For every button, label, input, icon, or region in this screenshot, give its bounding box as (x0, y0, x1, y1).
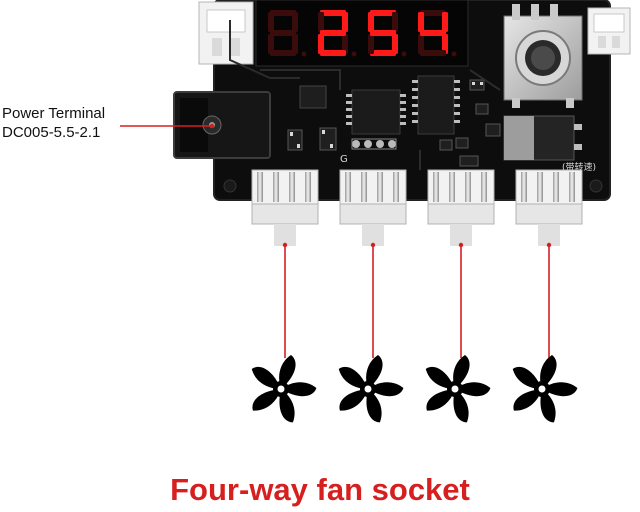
fan-connector (339, 169, 407, 246)
rotary-encoder (503, 4, 583, 108)
display-digit (418, 10, 457, 57)
digit-segment (318, 12, 324, 32)
digit-decimal-point (301, 51, 307, 57)
digit-segment (370, 10, 396, 16)
digit-segment (420, 10, 446, 16)
digit-segment (268, 12, 274, 32)
pcb-components (229, 20, 582, 170)
fan-icon (509, 355, 579, 426)
caption-title: Four-way fan socket (170, 472, 470, 507)
digit-segment (418, 12, 424, 32)
power-terminal-label: Power Terminal DC005-5.5-2.1 (2, 104, 105, 142)
display-digit (368, 10, 407, 57)
digit-segment (342, 12, 348, 32)
power-terminal-model: DC005-5.5-2.1 (2, 124, 101, 141)
digit-decimal-point (401, 51, 407, 57)
digit-segment (392, 34, 398, 54)
dc-power-jack (173, 91, 271, 159)
lead-lines (120, 125, 550, 358)
fan-icon (335, 355, 405, 426)
fan-connector (427, 169, 495, 246)
fan-connector (515, 169, 583, 246)
digit-segment (292, 12, 298, 32)
digit-segment (370, 50, 396, 56)
digit-segment (420, 30, 446, 36)
digit-segment (320, 30, 346, 36)
digit-segment (420, 50, 446, 56)
fan-icon (248, 355, 318, 426)
fan-connectors (251, 169, 583, 246)
digit-segment (442, 34, 448, 54)
digit-segment (292, 34, 298, 54)
digit-decimal-point (351, 51, 357, 57)
digit-segment (442, 12, 448, 32)
digit-segment (368, 12, 374, 32)
digit-segment (320, 50, 346, 56)
fan-icon (422, 355, 492, 426)
pcb-g-label: G (340, 154, 348, 165)
power-terminal-title: Power Terminal (2, 105, 106, 122)
digit-segment (392, 12, 398, 32)
display-digit (268, 10, 307, 57)
fan-connector (251, 169, 319, 246)
digit-segment (370, 30, 396, 36)
top-left-connector (198, 1, 254, 65)
display-digit (318, 10, 357, 57)
digit-segment (270, 50, 296, 56)
seven-segment-display (255, 0, 469, 67)
digit-segment (320, 10, 346, 16)
digit-segment (270, 10, 296, 16)
digit-segment (270, 30, 296, 36)
digit-segment (418, 34, 424, 54)
digit-segment (368, 34, 374, 54)
digit-segment (318, 34, 324, 54)
digit-segment (342, 34, 348, 54)
top-right-connector (587, 7, 631, 55)
digit-segment (268, 34, 274, 54)
digit-decimal-point (451, 51, 457, 57)
